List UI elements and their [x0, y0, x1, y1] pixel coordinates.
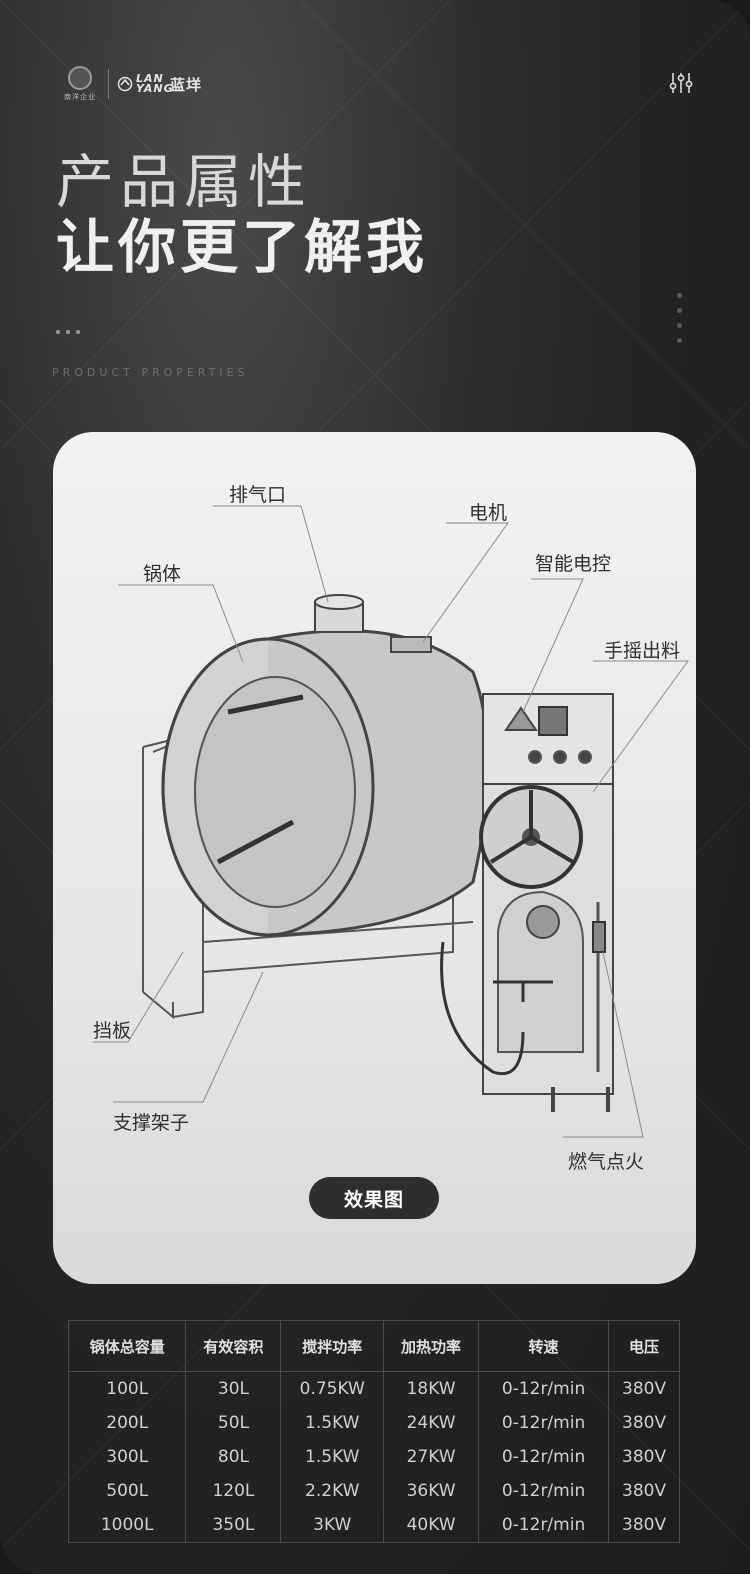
- cell: 27KW: [383, 1440, 480, 1474]
- spec-table: 锅体总容量 有效容积 搅拌功率 加热功率 转速 电压 100L 30L 0.75…: [67, 1320, 680, 1543]
- cell: 2.2KW: [280, 1474, 385, 1508]
- label-hand-crank: 手摇出料: [604, 640, 681, 662]
- page-title-line2: 让你更了解我: [56, 213, 429, 281]
- table-row: 200L 50L 1.5KW 24KW 0-12r/min 380V: [67, 1406, 680, 1440]
- label-baffle: 挡板: [93, 1020, 132, 1042]
- cell: 36KW: [383, 1474, 480, 1508]
- header-stirring-power: 搅拌功率: [280, 1320, 385, 1372]
- label-body: 锅体: [143, 563, 182, 585]
- table-row: 1000L 350L 3KW 40KW 0-12r/min 380V: [67, 1508, 680, 1543]
- header-rotation-speed: 转速: [478, 1320, 610, 1372]
- cell: 40KW: [383, 1508, 480, 1543]
- cell: 380V: [608, 1474, 680, 1508]
- cell: 1.5KW: [280, 1406, 385, 1440]
- page-subtitle: PRODUCT PROPERTIES: [52, 366, 249, 379]
- cell: 0-12r/min: [478, 1371, 610, 1406]
- cell: 380V: [608, 1440, 680, 1474]
- header-total-capacity: 锅体总容量: [67, 1320, 187, 1372]
- brand-mark-icon: [117, 76, 133, 92]
- label-gas-ignition: 燃气点火: [568, 1151, 645, 1173]
- cell: 1000L: [67, 1508, 187, 1543]
- label-exhaust: 排气口: [229, 484, 287, 506]
- product-diagram-card: 排气口 电机 锅体 智能电控 手摇出料 挡板 支撑架子 燃气点火 效果图: [53, 432, 696, 1284]
- label-control: 智能电控: [535, 553, 612, 575]
- cell: 200L: [67, 1406, 187, 1440]
- brand-chinese: 蓝垟: [170, 75, 203, 94]
- spec-table-header: 锅体总容量 有效容积 搅拌功率 加热功率 转速 电压: [67, 1320, 680, 1372]
- header-heating-power: 加热功率: [383, 1320, 480, 1372]
- cell: 0-12r/min: [478, 1508, 610, 1543]
- cell: 50L: [185, 1406, 282, 1440]
- table-row: 100L 30L 0.75KW 18KW 0-12r/min 380V: [67, 1371, 680, 1406]
- cell: 18KW: [383, 1371, 480, 1406]
- cell: 3KW: [280, 1508, 385, 1543]
- cell: 100L: [67, 1371, 187, 1406]
- page-title-line1: 产品属性: [56, 148, 313, 216]
- cell: 24KW: [383, 1406, 480, 1440]
- cell: 0-12r/min: [478, 1474, 610, 1508]
- cell: 1.5KW: [280, 1440, 385, 1474]
- sliders-icon[interactable]: [668, 70, 694, 96]
- brand-name: LAN YANG 蓝垟: [117, 72, 203, 95]
- label-support: 支撑架子: [113, 1112, 190, 1134]
- label-motor: 电机: [469, 502, 508, 524]
- cell: 0-12r/min: [478, 1406, 610, 1440]
- cell: 300L: [67, 1440, 187, 1474]
- cell: 380V: [608, 1371, 680, 1406]
- cell: 0-12r/min: [478, 1440, 610, 1474]
- brand-latin: LAN YANG: [136, 72, 174, 95]
- logo-divider: [108, 69, 109, 99]
- cell: 380V: [608, 1406, 680, 1440]
- side-decorative-dots: [677, 293, 682, 343]
- cell: 80L: [185, 1440, 282, 1474]
- cell: 350L: [185, 1508, 282, 1543]
- table-row: 500L 120L 2.2KW 36KW 0-12r/min 380V: [67, 1474, 680, 1508]
- company-seal: 南洋企业: [62, 66, 98, 102]
- effect-image-button[interactable]: 效果图: [309, 1177, 439, 1219]
- brand-logo: 南洋企业 LAN YANG 蓝垟: [62, 66, 202, 102]
- header-effective-volume: 有效容积: [185, 1320, 282, 1372]
- table-row: 300L 80L 1.5KW 27KW 0-12r/min 380V: [67, 1440, 680, 1474]
- cell: 0.75KW: [280, 1371, 385, 1406]
- cell: 120L: [185, 1474, 282, 1508]
- cell: 500L: [67, 1474, 187, 1508]
- header-voltage: 电压: [608, 1320, 680, 1372]
- seal-emblem-icon: [68, 66, 92, 90]
- cell: 30L: [185, 1371, 282, 1406]
- cell: 380V: [608, 1508, 680, 1543]
- seal-text: 南洋企业: [64, 93, 96, 101]
- decorative-dots: [56, 330, 80, 334]
- roaster-machine-illustration: [93, 505, 689, 1138]
